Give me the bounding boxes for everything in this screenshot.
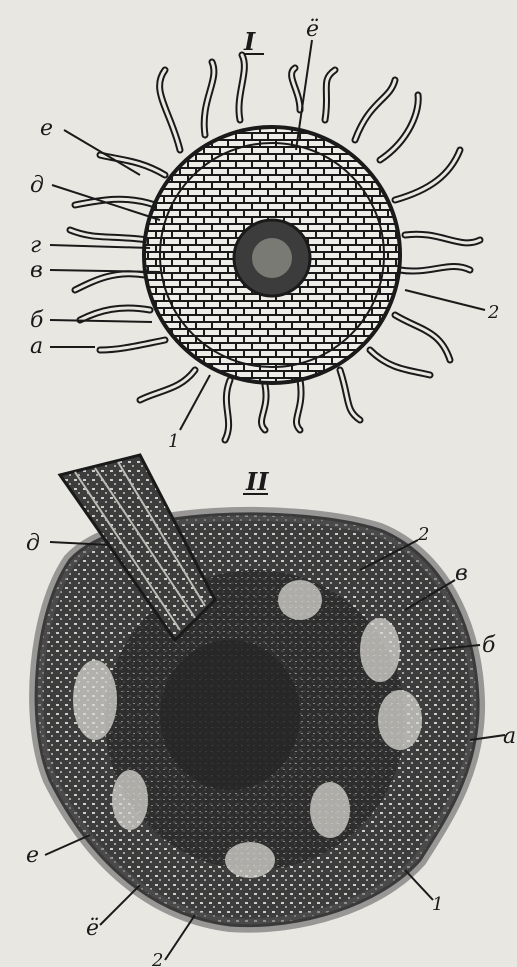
label-ii-b: б: [482, 633, 496, 658]
label-ii-2-top: 2: [417, 524, 429, 545]
label-i-v: в: [30, 258, 43, 283]
figure-i-title: I: [243, 27, 256, 56]
label-ii-yo: ё: [86, 916, 99, 941]
label-i-yo: ё: [306, 17, 319, 42]
label-i-d: д: [30, 173, 44, 198]
label-i-1: 1: [168, 431, 179, 452]
label-ii-2-bottom: 2: [151, 950, 163, 967]
label-ii-a: а: [503, 724, 516, 749]
label-i-2: 2: [487, 302, 499, 323]
figure-i-root-cross-section: I: [30, 17, 499, 452]
label-i-ye: е: [40, 116, 53, 141]
figure-ii-title: II: [245, 467, 269, 496]
label-i-a: а: [30, 334, 43, 359]
figure-ii-stem-cross-section: II: [26, 455, 516, 967]
label-i-b: б: [30, 308, 44, 333]
label-ii-v: в: [455, 561, 468, 586]
label-ii-d: д: [26, 531, 40, 556]
label-ii-ye: е: [26, 843, 39, 868]
label-ii-1: 1: [432, 894, 443, 915]
label-i-g: г: [30, 233, 41, 258]
